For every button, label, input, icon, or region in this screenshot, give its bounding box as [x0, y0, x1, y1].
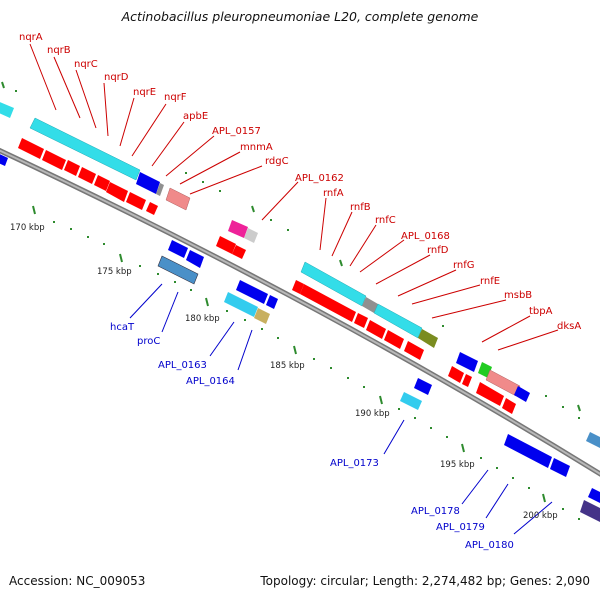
gene-label-nqrB[interactable]: nqrB: [47, 45, 71, 56]
reverse-gene-labels: hcaT proC APL_0163 APL_0164 APL_0173 APL…: [110, 322, 514, 551]
forward-label-connectors: [29, 43, 559, 351]
gene-label-rnfB[interactable]: rnfB: [350, 202, 371, 213]
genome-backbone-highlight: [0, 149, 600, 475]
scale-label-200: 200 kbp: [523, 511, 558, 521]
scale-ticks: [32, 205, 546, 503]
scale-label-185: 185 kbp: [270, 361, 305, 371]
minor-ticks: [15, 90, 580, 520]
map-title: Actinobacillus pleuropneumoniae L20, com…: [121, 9, 479, 24]
outer-ticks: [1, 81, 581, 412]
scale-labels: 170 kbp 175 kbp 180 kbp 185 kbp 190 kbp …: [10, 223, 558, 521]
gene-label-nqrA[interactable]: nqrA: [19, 32, 43, 43]
gene-label-APL_0162[interactable]: APL_0162: [295, 173, 344, 184]
gene-label-APL_0173[interactable]: APL_0173: [330, 458, 379, 469]
gene-label-rnfA[interactable]: rnfA: [323, 188, 344, 199]
gene-label-rnfE[interactable]: rnfE: [480, 276, 500, 287]
gene-label-rnfD[interactable]: rnfD: [427, 245, 449, 256]
gene-label-nqrE[interactable]: nqrE: [133, 87, 156, 98]
gene-label-APL_0180[interactable]: APL_0180: [465, 540, 514, 551]
accession-text: Accession: NC_009053: [9, 574, 146, 588]
scale-label-170: 170 kbp: [10, 223, 45, 233]
gene-label-apbE[interactable]: apbE: [183, 111, 208, 122]
cds-nqr-operon: [29, 117, 141, 181]
gene-label-nqrF[interactable]: nqrF: [164, 92, 187, 103]
gene-label-rdgC[interactable]: rdgC: [265, 156, 289, 167]
gene-label-APL_0164[interactable]: APL_0164: [186, 376, 235, 387]
gene-label-msbB[interactable]: msbB: [504, 290, 532, 301]
gene-label-hcaT[interactable]: hcaT: [110, 322, 135, 333]
gene-label-APL_0178[interactable]: APL_0178: [411, 506, 460, 517]
gene-label-tbpA[interactable]: tbpA: [529, 306, 553, 317]
scale-label-195: 195 kbp: [440, 460, 475, 470]
gene-label-mnmA[interactable]: mnmA: [240, 142, 273, 153]
genome-backbone: [0, 147, 600, 477]
forward-red-cds: [18, 138, 516, 414]
gene-label-rnfG[interactable]: rnfG: [453, 260, 475, 271]
scale-label-175: 175 kbp: [97, 267, 132, 277]
gene-label-rnfC[interactable]: rnfC: [375, 215, 396, 226]
gene-label-proC[interactable]: proC: [137, 336, 160, 347]
gene-label-nqrD[interactable]: nqrD: [104, 72, 129, 83]
gene-label-APL_0168[interactable]: APL_0168: [401, 231, 450, 242]
forward-gene-labels: nqrA nqrB nqrC nqrD nqrE nqrF apbE APL_0…: [19, 32, 581, 332]
gene-label-APL_0157[interactable]: APL_0157: [212, 126, 261, 137]
gene-label-APL_0179[interactable]: APL_0179: [436, 522, 485, 533]
gene-label-APL_0163[interactable]: APL_0163: [158, 360, 207, 371]
gene-label-nqrC[interactable]: nqrC: [74, 59, 98, 70]
scale-label-180: 180 kbp: [185, 314, 220, 324]
gene-label-dksA[interactable]: dksA: [557, 321, 581, 332]
forward-features: [0, 102, 600, 448]
reverse-label-connectors: [129, 283, 553, 535]
scale-label-190: 190 kbp: [355, 409, 390, 419]
topology-text: Topology: circular; Length: 2,274,482 bp…: [260, 574, 590, 588]
reverse-features: [157, 240, 600, 522]
